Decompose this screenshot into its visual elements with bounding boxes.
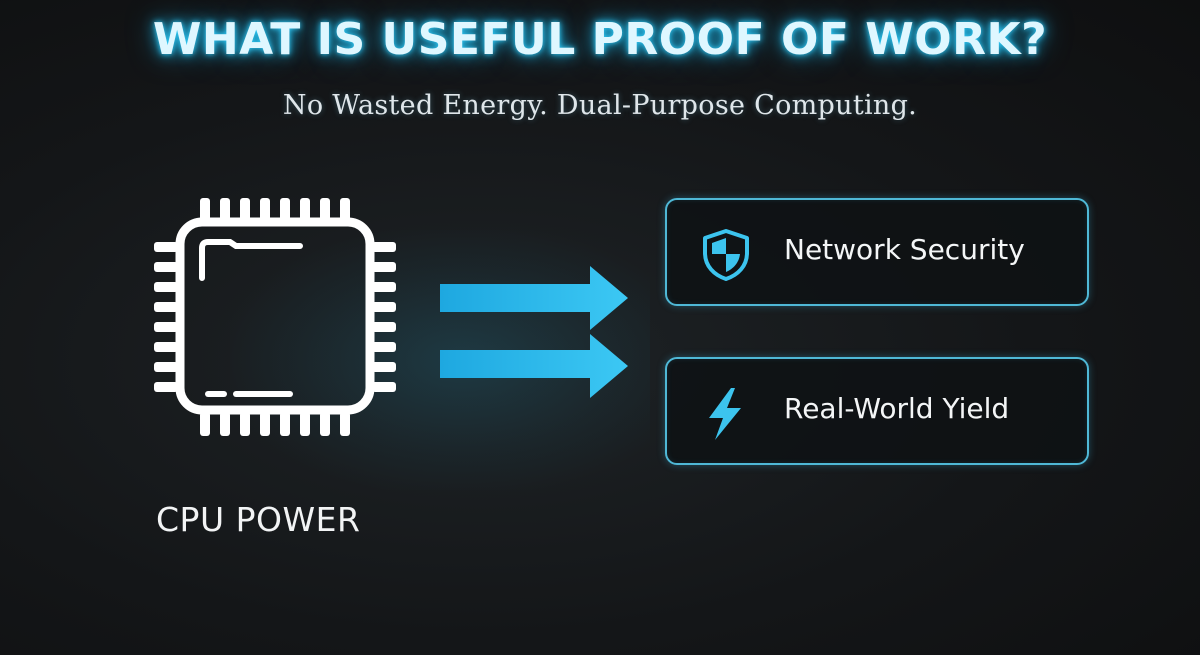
shield-icon: [703, 229, 749, 281]
arrow-to-network-security: [440, 266, 628, 330]
real-world-yield-card: Real-World Yield: [665, 357, 1089, 465]
lightning-bolt-icon: [709, 388, 741, 440]
flow-arrows: [440, 266, 628, 398]
real-world-yield-label: Real-World Yield: [784, 392, 1010, 425]
page-subtitle: No Wasted Energy. Dual-Purpose Computing…: [282, 90, 918, 121]
network-security-label: Network Security: [784, 233, 1025, 266]
cpu-power-label: CPU POWER: [156, 500, 361, 539]
arrow-to-real-world-yield: [440, 334, 628, 398]
page-title: WHAT IS USEFUL PROOF OF WORK?: [152, 14, 1048, 65]
cpu-chip-icon: [154, 198, 396, 436]
network-security-card: Network Security: [665, 198, 1089, 306]
